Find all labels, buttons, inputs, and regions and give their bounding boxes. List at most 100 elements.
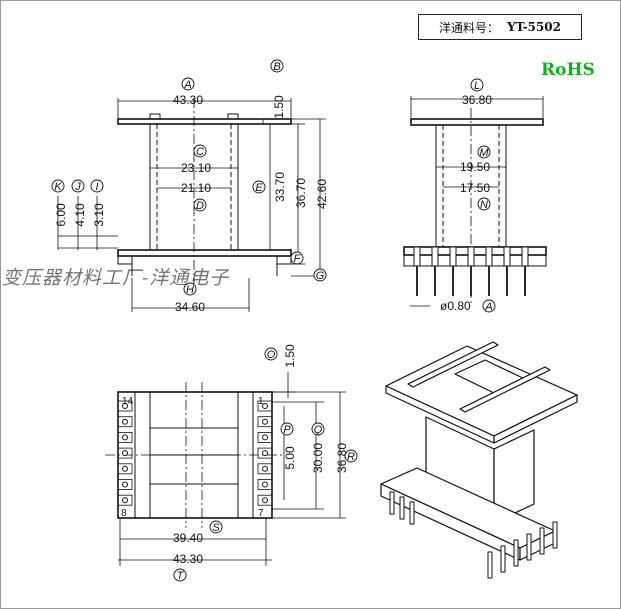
dim-g-value: 42.60 [315, 179, 329, 209]
label-circle-i [90, 179, 104, 193]
label-h: H [186, 284, 194, 296]
bottom-pin-right [262, 497, 268, 504]
label-circle-f [290, 251, 304, 265]
label-circle-n [477, 197, 491, 211]
pin-number-1: 1 [258, 396, 264, 407]
dim-c-value: 23.10 [181, 161, 211, 175]
side-pin-shoulder [503, 246, 511, 267]
bottom-view: 14 1 8 7 O 1.50 P 5.00 Q 30.00 R 36.80 [105, 344, 358, 582]
label-circle-pin-a [482, 299, 496, 313]
label-circle-g [313, 268, 327, 282]
side-view: L 36.80 M 19.50 N 17.50 ø0.80 A [403, 78, 547, 313]
dim-b-value: 1.50 [272, 95, 286, 119]
dim-q-value: 30.00 [311, 443, 325, 473]
label-i: I [95, 181, 98, 193]
dim-o-value: 1.50 [283, 344, 297, 368]
dim-h-value: 34.60 [175, 300, 205, 314]
dim-p-value: 5.00 [283, 446, 297, 470]
iso-pin-left [389, 491, 395, 515]
label-pin-a: A [484, 301, 492, 313]
dim-j-value: 4.10 [73, 203, 87, 227]
bottom-pin-pad-left [117, 431, 133, 443]
bottom-pin-right [262, 403, 268, 409]
pin-number-14: 14 [122, 396, 134, 407]
front-top-flange [117, 118, 292, 125]
rohs-mark: RoHS [541, 60, 595, 80]
iso-pin-front [526, 533, 532, 561]
dim-e-value: 33.70 [273, 172, 287, 202]
bottom-pin-pad-right [257, 494, 273, 506]
dim-f-value: 36.70 [294, 178, 308, 208]
iso-pin-left [409, 501, 415, 525]
side-pin-shoulder [449, 246, 457, 267]
label-circle-d [193, 198, 207, 212]
side-pin-shoulder [413, 246, 421, 267]
bottom-pin-pad-right [257, 463, 273, 475]
label-circle-s [209, 520, 223, 534]
label-circle-t [173, 568, 187, 582]
label-circle-j [71, 179, 85, 193]
bottom-pin-right [262, 465, 268, 472]
label-circle-e [252, 180, 266, 194]
pin-number-8: 8 [121, 508, 127, 519]
label-circle-l [470, 78, 484, 92]
bottom-pin-right [262, 481, 268, 488]
watermark-text: 变压器材料工厂-洋通电子 [2, 267, 230, 289]
label-b: B [273, 61, 280, 73]
label-circle-k [51, 179, 65, 193]
label-q: Q [314, 424, 323, 436]
bottom-pin-right [262, 434, 268, 441]
dim-r-value: 36.80 [335, 443, 349, 473]
part-number-box: 洋通料号： YT-5502 [418, 14, 582, 40]
label-circle-a [181, 77, 195, 91]
label-circle-b [270, 59, 284, 73]
iso-top-flange [385, 345, 578, 437]
label-m: M [479, 147, 489, 159]
bottom-pin-right [262, 450, 268, 457]
bottom-pin-pad-left [117, 447, 133, 459]
iso-pin-front [539, 527, 545, 555]
iso-body-side [493, 429, 535, 524]
bottom-pin-pad-right [257, 416, 273, 428]
label-circle-c [193, 144, 207, 158]
side-top-flange [410, 118, 544, 126]
iso-pin-front [513, 539, 519, 567]
label-j: J [74, 181, 81, 193]
bottom-pin-left [122, 403, 128, 409]
bottom-pin-left [122, 418, 128, 425]
bottom-pin-left [122, 497, 128, 504]
side-pins [413, 246, 529, 296]
pin-number-7: 7 [258, 508, 264, 519]
iso-pin-left [399, 496, 405, 520]
iso-pins [389, 491, 558, 579]
bottom-pin-left [122, 450, 128, 457]
iso-top-flange-side [493, 394, 578, 444]
label-circle-r [344, 449, 358, 463]
side-pin-shoulder [521, 246, 529, 267]
label-k: K [54, 181, 62, 193]
bottom-pin-pad-right [257, 447, 273, 459]
label-d: D [196, 200, 204, 212]
front-view: A 43.30 B 1.50 C 23.10 D 21.10 E 33.70 F… [51, 59, 329, 314]
dim-t-value: 43.30 [173, 552, 203, 566]
label-circle-m [477, 145, 491, 159]
bottom-pin-right [262, 418, 268, 425]
dim-d-value: 21.10 [181, 181, 211, 195]
bottom-pin-pad-right [257, 431, 273, 443]
part-number: YT-5502 [507, 20, 561, 34]
side-pin-shoulder [467, 246, 475, 267]
dim-m-value: 19.50 [460, 160, 490, 174]
bottom-pin-pad-left [117, 494, 133, 506]
bottom-pin-pad-left [117, 416, 133, 428]
dim-k-value: 6.00 [54, 203, 68, 227]
bottom-pin-pad-right [257, 400, 273, 412]
front-top-tab-left [149, 113, 161, 120]
label-s: S [212, 522, 220, 534]
label-circle-p [280, 422, 294, 436]
label-p: P [283, 424, 291, 436]
iso-rail-1 [407, 341, 499, 388]
part-number-label: 洋通料号： [439, 20, 500, 35]
label-r: R [347, 451, 355, 463]
side-base-lower [403, 254, 547, 267]
